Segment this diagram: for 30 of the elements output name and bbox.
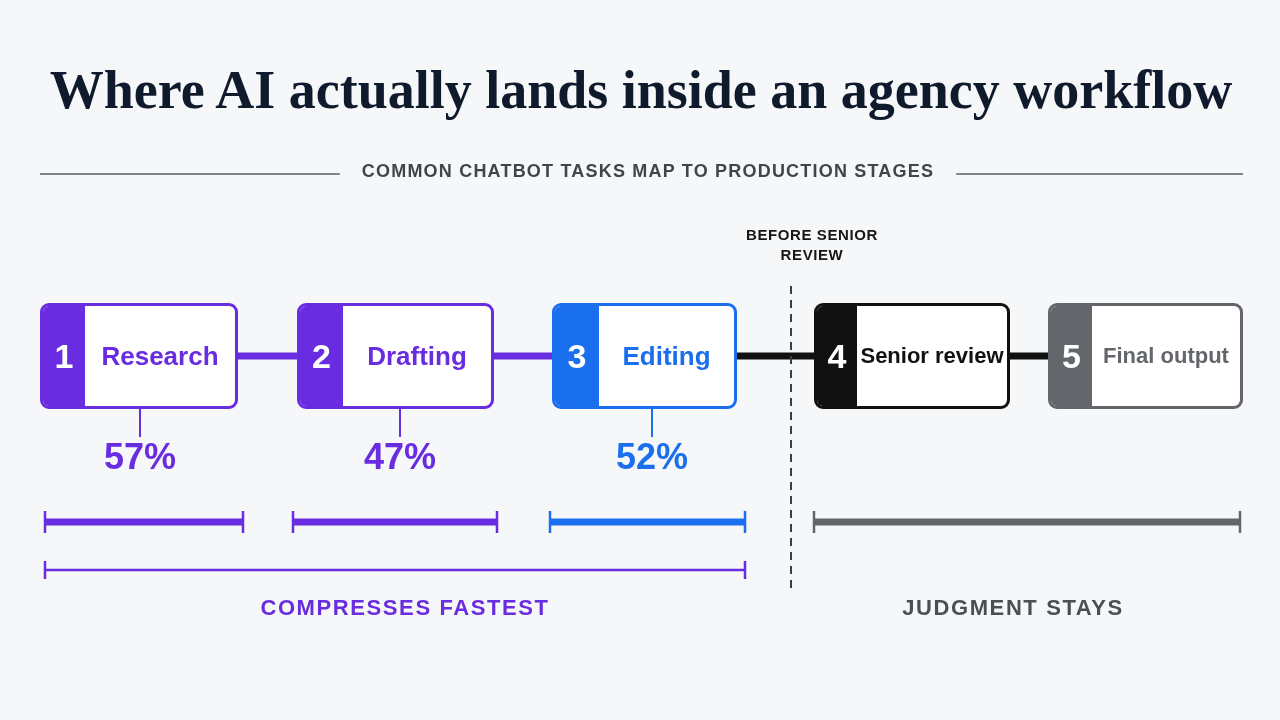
connector-line — [238, 352, 297, 360]
subtitle: COMMON CHATBOT TASKS MAP TO PRODUCTION STAGES — [361, 161, 935, 183]
stage-name: Research — [101, 340, 219, 372]
title: Where AI actually lands inside an agency workflow — [49, 59, 1233, 122]
stage-box — [297, 303, 494, 409]
stage-box — [814, 303, 1010, 409]
leader-line — [651, 408, 653, 438]
stage-name: Final output — [1103, 343, 1229, 369]
percentage-value: 52% — [615, 437, 689, 477]
step-number: 3 — [555, 306, 599, 406]
stage-box — [552, 303, 737, 409]
step-number: 2 — [300, 306, 343, 406]
step-number: 5 — [1051, 306, 1092, 406]
step-number: 1 — [43, 306, 85, 406]
stage-name: Senior review — [860, 343, 1004, 369]
stage-box — [40, 303, 238, 409]
leader-line — [139, 408, 141, 438]
group-label: COMPRESSES FASTEST — [260, 595, 550, 622]
step-number: 4 — [817, 306, 857, 406]
connector-line — [1010, 352, 1048, 360]
stage-name: Drafting — [367, 340, 467, 372]
group-label: JUDGMENT STAYS — [902, 595, 1124, 622]
stage-box — [1048, 303, 1243, 409]
percentage-value: 57% — [103, 437, 177, 477]
connector-line — [494, 352, 552, 360]
percentage-value: 47% — [363, 437, 437, 477]
leader-line — [399, 408, 401, 438]
stage-name: Editing — [622, 340, 711, 372]
divider-label: BEFORE SENIOR REVIEW — [745, 225, 879, 266]
connector-line — [737, 352, 814, 360]
